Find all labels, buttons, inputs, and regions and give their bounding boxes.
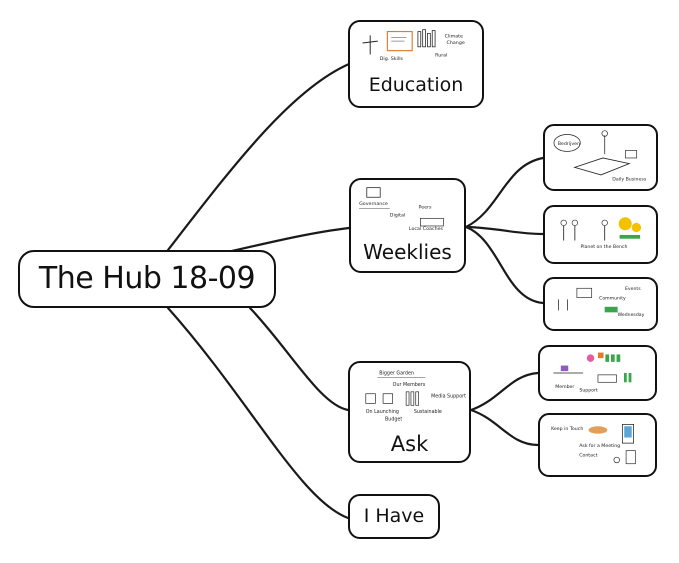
ask-leaf-1[interactable]: Member Support bbox=[538, 345, 657, 401]
weeklies-leaf-3-text-1: Community bbox=[599, 295, 626, 301]
weeklies-leaf-3-text-3: Wednesday bbox=[618, 312, 645, 318]
weeklies-label: Weeklies bbox=[363, 240, 452, 264]
weeklies-leaf-1[interactable]: Bedrijven Daily Business bbox=[543, 124, 658, 191]
ask-sketch: Bigger Garden Our Members Media Support … bbox=[365, 371, 466, 423]
ask-leaf-1-sketch: Member Support bbox=[553, 352, 632, 394]
weeklies-leaf-1-text-1: Bedrijven bbox=[558, 141, 580, 147]
education-node[interactable]: Climate Change Rural Dig. Skills Educati… bbox=[348, 20, 484, 108]
ask-leaf-2[interactable]: Keep in Touch Ask for a Meeting Contact bbox=[538, 413, 657, 477]
ask-label: Ask bbox=[390, 432, 429, 456]
weeklies-leaf-2-sketch: Planet on the Bench bbox=[560, 217, 642, 250]
weeklies-leaf-2-text-1: Planet on the Bench bbox=[580, 244, 627, 250]
weeklies-leaf-3-text-2: Events bbox=[625, 286, 641, 292]
weeklies-leaf-2[interactable]: Planet on the Bench bbox=[543, 205, 658, 264]
education-sketch-text-1: Climate bbox=[445, 33, 463, 39]
ask-leaf-2-text-3: Contact bbox=[579, 452, 597, 458]
connector-ask-leaf2 bbox=[469, 408, 540, 447]
connector-weeklies-leaf1 bbox=[464, 156, 545, 229]
i-have-label: I Have bbox=[363, 505, 425, 527]
weeklies-leaf-1-text-2: Daily Business bbox=[612, 177, 647, 183]
ask-leaf-2-text-2: Ask for a Meeting bbox=[579, 443, 620, 449]
weeklies-leaf-3-sketch: Community Events Wednesday bbox=[558, 286, 645, 318]
weeklies-leaf-3[interactable]: Community Events Wednesday bbox=[543, 277, 658, 331]
connector-weeklies-leaf2 bbox=[464, 225, 545, 236]
connector-weeklies-leaf3 bbox=[464, 225, 545, 305]
ask-leaf-2-sketch: Keep in Touch Ask for a Meeting Contact bbox=[551, 424, 636, 465]
ask-leaf-1-text-1: Member bbox=[555, 384, 574, 390]
ask-leaf-2-text-1: Keep in Touch bbox=[551, 426, 583, 432]
weeklies-leaf-1-sketch: Bedrijven Daily Business bbox=[553, 130, 647, 183]
weeklies-node[interactable]: Governance Digital Peers Local Coaches W… bbox=[349, 178, 466, 273]
weeklies-sketch-text-3: Peers bbox=[419, 205, 433, 211]
i-have-node[interactable]: I Have bbox=[348, 494, 440, 539]
education-sketch-text-2: Change bbox=[447, 40, 465, 46]
weeklies-sketch-text-4: Local Coaches bbox=[409, 226, 444, 232]
ask-sketch-text-5: Budget bbox=[385, 417, 402, 423]
connector-root-ihave bbox=[166, 306, 350, 520]
connector-root-ask bbox=[248, 306, 350, 412]
connector-root-weeklies bbox=[230, 226, 351, 253]
education-sketch: Climate Change Rural Dig. Skills bbox=[362, 29, 465, 62]
root-node[interactable]: The Hub 18-09 bbox=[18, 250, 276, 308]
weeklies-sketch-text-1: Governance bbox=[359, 201, 388, 207]
ask-leaf-1-text-2: Support bbox=[579, 388, 597, 394]
weeklies-sketch-text-2: Digital bbox=[390, 212, 405, 218]
education-label: Education bbox=[368, 74, 464, 96]
ask-sketch-text-2: Our Members bbox=[393, 382, 426, 388]
connector-root-education bbox=[166, 62, 351, 252]
weeklies-sketch: Governance Digital Peers Local Coaches bbox=[359, 187, 444, 232]
ask-node[interactable]: Bigger Garden Our Members Media Support … bbox=[348, 361, 471, 463]
connector-ask-leaf1 bbox=[469, 371, 540, 412]
ask-sketch-text-4: Sustainable bbox=[414, 409, 442, 415]
ask-sketch-text-6: Media Support bbox=[431, 394, 466, 400]
education-sketch-text-4: Dig. Skills bbox=[380, 56, 404, 62]
ask-sketch-text-1: Bigger Garden bbox=[379, 371, 414, 377]
root-label: The Hub 18-09 bbox=[38, 261, 256, 296]
ask-sketch-text-3: On Launching bbox=[366, 409, 399, 415]
education-sketch-text-3: Rural bbox=[435, 52, 447, 58]
